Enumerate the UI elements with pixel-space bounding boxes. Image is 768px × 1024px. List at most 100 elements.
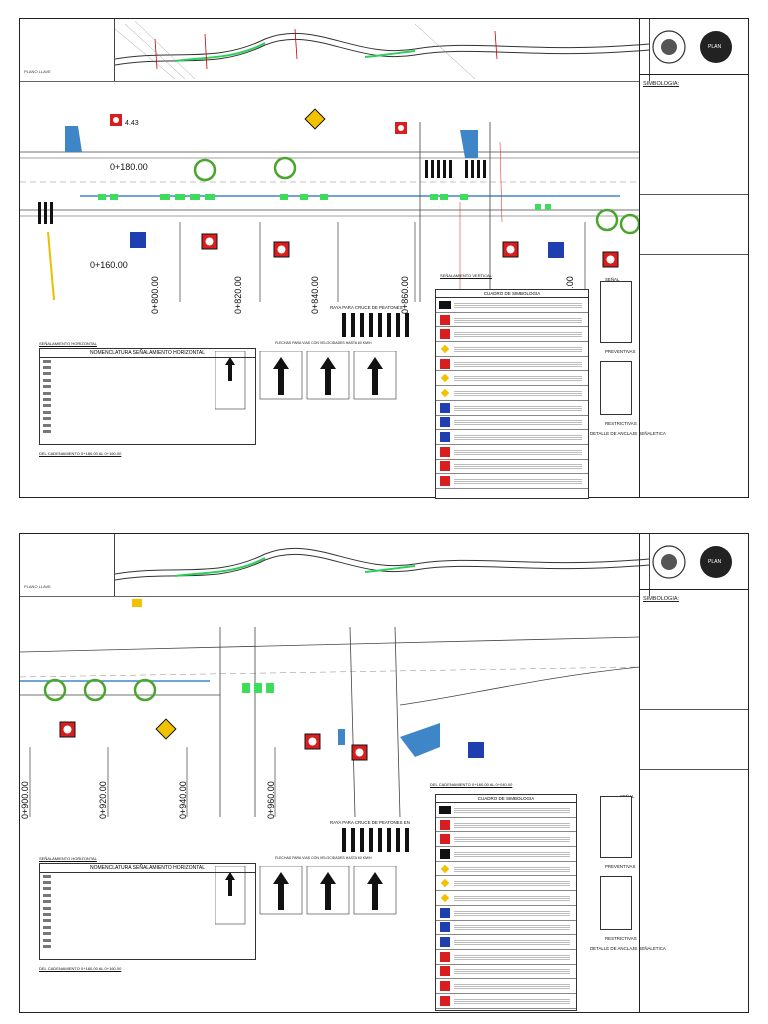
sign-label: SEÑAL <box>605 277 620 282</box>
plan-logo-text: PLAN <box>708 559 722 565</box>
list-item <box>40 892 255 898</box>
table-row <box>436 935 576 950</box>
arrow-icon <box>225 357 383 395</box>
list-item <box>40 384 255 390</box>
tree-icon <box>43 678 157 702</box>
table-row <box>436 327 588 343</box>
list-item <box>40 931 255 937</box>
title-block: PLAN SIMBOLOGIA: <box>639 19 748 497</box>
crossing-label: RAYA PARA CRUCE DE PEATONES <box>330 305 403 310</box>
table-row <box>436 921 576 936</box>
legend-area: RAYA PARA CRUCE DE PEATONES EN SEÑALAMIE… <box>20 782 666 1014</box>
logo-seal-icon <box>652 545 732 579</box>
table-row <box>436 876 576 892</box>
elevation-label: 4.43 <box>125 120 139 127</box>
arrow-details <box>215 351 397 410</box>
list-item <box>40 396 255 402</box>
list-item <box>40 886 255 892</box>
legend-area: RAYA PARA CRUCE DE PEATONES SEÑALAMIENTO… <box>20 273 666 499</box>
stop-sign-icon <box>110 114 619 268</box>
stop-sign-icon <box>59 721 368 761</box>
list-item <box>40 905 255 911</box>
list-item <box>40 416 255 422</box>
key-map-label: PLANO LLAVE <box>24 584 51 589</box>
road-plan-view: 0+900.00 0+920.00 0+940.00 0+960.00 <box>20 596 640 819</box>
anchor-detail-label: DETALLE DE ANCLAJE SEÑALETICA <box>590 431 666 436</box>
title-block-notes <box>640 195 748 255</box>
list-item <box>40 409 255 415</box>
key-map-drawing <box>114 20 650 80</box>
table-row <box>436 979 576 994</box>
table-row <box>436 371 588 387</box>
symbology-heading: SIMBOLOGIA: <box>640 75 748 195</box>
table-row <box>436 430 588 445</box>
chainage-label: 0+960.00 <box>266 781 276 819</box>
warning-sign-icon <box>304 108 326 130</box>
table-row <box>436 474 588 489</box>
table-row <box>436 891 576 906</box>
warning-sign-icon <box>132 599 177 740</box>
chainage-label: 0+900.00 <box>20 781 30 819</box>
list-item <box>40 371 255 377</box>
restrictive-sign-detail <box>600 876 632 930</box>
horizontal-footer: DEL CADENAMIENTO 0+180.00 AL 0+160.00 <box>39 451 122 456</box>
plan-sheet-2: PLANO LLAVE <box>19 533 749 1013</box>
restrictive-label: RESTRICTIVAS <box>605 421 637 426</box>
vertical-section-title: SEÑALAMIENTO VERTICAL <box>440 273 492 278</box>
road-plan-drawing <box>20 108 640 302</box>
zebra-detail <box>342 313 409 337</box>
horizontal-table-title: NOMENCLATURA SEÑALAMIENTO HORIZONTAL <box>40 349 255 358</box>
road-plan-drawing <box>20 599 640 817</box>
key-map <box>114 534 650 596</box>
list-item <box>40 924 255 930</box>
horizontal-footer: DEL CADENAMIENTO 0+180.00 AL 0+160.00 <box>39 966 122 971</box>
list-item <box>40 364 255 370</box>
arrow-details <box>215 866 397 925</box>
crossing-label: RAYA PARA CRUCE DE PEATONES EN <box>330 820 410 825</box>
arrows-title: FLECHAS PARA VIAS CON VELOCIDADES HASTA … <box>275 341 372 345</box>
restrictive-sign-detail <box>600 361 632 415</box>
table-row <box>436 950 576 965</box>
restrictive-label: RESTRICTIVAS <box>605 936 637 941</box>
plan-logo-text: PLAN <box>708 44 722 50</box>
table-row <box>436 342 588 357</box>
vertical-section-title: DEL CADENAMIENTO 0+160.00 AL 0+040.00 <box>430 782 513 787</box>
arrows-title: FLECHAS PARA VIAS CON VELOCIDADES HASTA … <box>275 856 372 860</box>
table-row <box>436 401 588 416</box>
anchor-detail-label: DETALLE DE ANCLAJE SEÑALETICA <box>590 946 666 951</box>
list-item <box>40 879 255 885</box>
table-row <box>436 965 576 980</box>
table-row <box>436 862 576 877</box>
key-map <box>114 19 650 81</box>
table-row <box>436 445 588 460</box>
key-map-label: PLANO LLAVE <box>24 69 51 74</box>
table-row <box>436 313 588 328</box>
horizontal-section-title: SEÑALAMIENTO HORIZONTAL <box>39 341 97 346</box>
symbology-table: CUADRO DE SIMBOLOGIA <box>435 289 589 499</box>
plan-sheet-1: PLANO LLAVE <box>19 18 749 499</box>
list-item <box>40 422 255 428</box>
preventive-sign-detail <box>600 281 632 343</box>
horizontal-nomenclature-table: NOMENCLATURA SEÑALAMIENTO HORIZONTAL <box>39 863 256 960</box>
symbology-title: CUADRO DE SIMBOLOGIA <box>436 795 576 803</box>
table-row <box>436 994 576 1009</box>
list-item <box>40 937 255 943</box>
zebra-detail <box>342 828 409 852</box>
list-item <box>40 873 255 879</box>
title-block: PLAN SIMBOLOGIA: <box>639 534 748 1012</box>
horizontal-table-title: NOMENCLATURA SEÑALAMIENTO HORIZONTAL <box>40 864 255 873</box>
accessibility-sign-icon <box>130 232 564 258</box>
accessibility-sign-icon <box>468 742 484 758</box>
title-block-fields <box>640 770 748 1010</box>
table-row <box>436 818 576 833</box>
logo-seal-icon <box>652 30 732 64</box>
list-item <box>40 911 255 917</box>
green-cycle-markings <box>242 683 274 693</box>
title-logos: PLAN <box>640 534 748 590</box>
list-item <box>40 899 255 905</box>
horizontal-section-title: SEÑALAMIENTO HORIZONTAL <box>39 856 97 861</box>
title-block-notes <box>640 710 748 770</box>
arrow-icon <box>225 872 383 910</box>
key-map-drawing <box>114 547 650 581</box>
horizontal-nomenclature-table: NOMENCLATURA SEÑALAMIENTO HORIZONTAL <box>39 348 256 445</box>
